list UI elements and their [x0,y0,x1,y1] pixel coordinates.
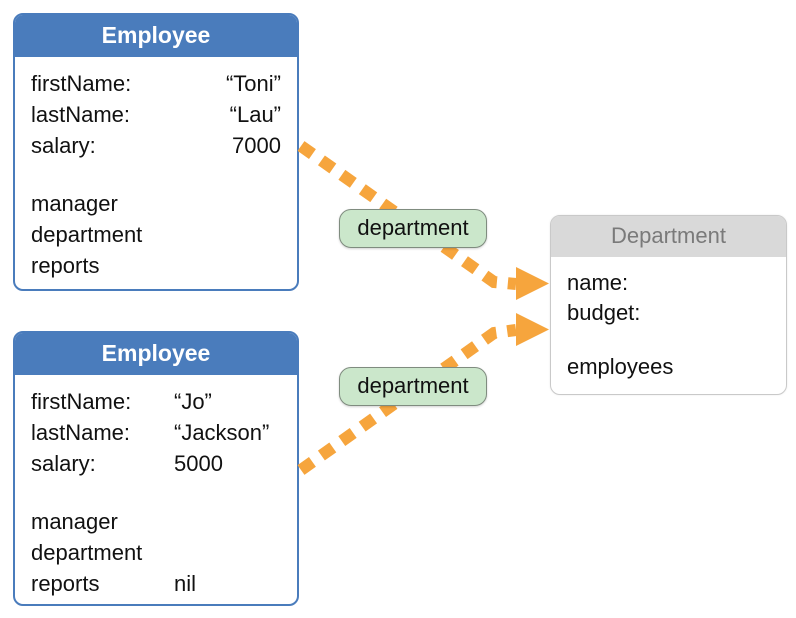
relationship-label: reports [31,253,100,278]
department-arrow-head-2 [516,313,549,346]
relationship-label: manager [31,509,118,534]
attribute-value: 7000 [232,133,281,158]
attribute-label: lastName: [31,102,131,127]
department-title: Department [551,216,786,257]
employee-object-card-2: Employee firstName: “Jo” lastName: “Jack… [13,331,299,606]
attribute-label: firstName: [31,389,132,414]
edge-label-department-1: department [339,209,487,248]
employee-2-title: Employee [15,333,297,375]
employee-object-card-1: Employee firstName: “Toni” lastName: “La… [13,13,299,291]
attribute-row: lastName: “Lau” [31,99,281,130]
relationship-row: employees [567,352,770,382]
attribute-label: name: [567,270,629,295]
relationship-label: employees [567,354,674,379]
relationship-value: nil [174,571,197,596]
attribute-label: budget: [567,300,641,325]
attribute-row: budget: [567,298,770,328]
edge-label-department-2: department [339,367,487,406]
department-arrow-line-2 [297,324,517,475]
relationship-label: department [31,540,143,565]
attribute-label: salary: [31,133,96,158]
attribute-row: lastName: “Jackson” [31,417,281,448]
relationship-row: manager [31,188,281,219]
attribute-row: firstName: “Jo” [31,386,281,417]
relationship-label: reports [31,571,100,596]
attribute-row: firstName: “Toni” [31,68,281,99]
attribute-value: “Lau” [229,102,281,127]
relationship-label: department [31,222,143,247]
attribute-label: lastName: [31,420,131,445]
relationship-row: manager [31,506,281,537]
attribute-row: salary: 7000 [31,130,281,161]
relationship-row: department [31,219,281,250]
department-body: name: budget: employees [551,257,786,390]
attribute-row: name: [567,268,770,298]
department-arrow-line-1 [297,141,517,290]
employee-2-body: firstName: “Jo” lastName: “Jackson” sala… [15,375,297,607]
relationship-label: manager [31,191,118,216]
employee-1-body: firstName: “Toni” lastName: “Lau” salary… [15,57,297,289]
attribute-label: salary: [31,451,96,476]
relationship-row: reports [31,250,281,281]
attribute-row: salary: 5000 [31,448,281,479]
attribute-label: firstName: [31,71,132,96]
attribute-value: 5000 [174,451,223,476]
attribute-value: “Toni” [225,71,281,96]
employee-1-title: Employee [15,15,297,57]
attribute-value: “Jackson” [174,420,270,445]
relationship-row: department [31,537,281,568]
department-arrow-head-1 [516,267,549,300]
relationship-row: reports nil [31,568,281,599]
department-object-card: Department name: budget: employees [550,215,787,395]
attribute-value: “Jo” [174,389,212,414]
